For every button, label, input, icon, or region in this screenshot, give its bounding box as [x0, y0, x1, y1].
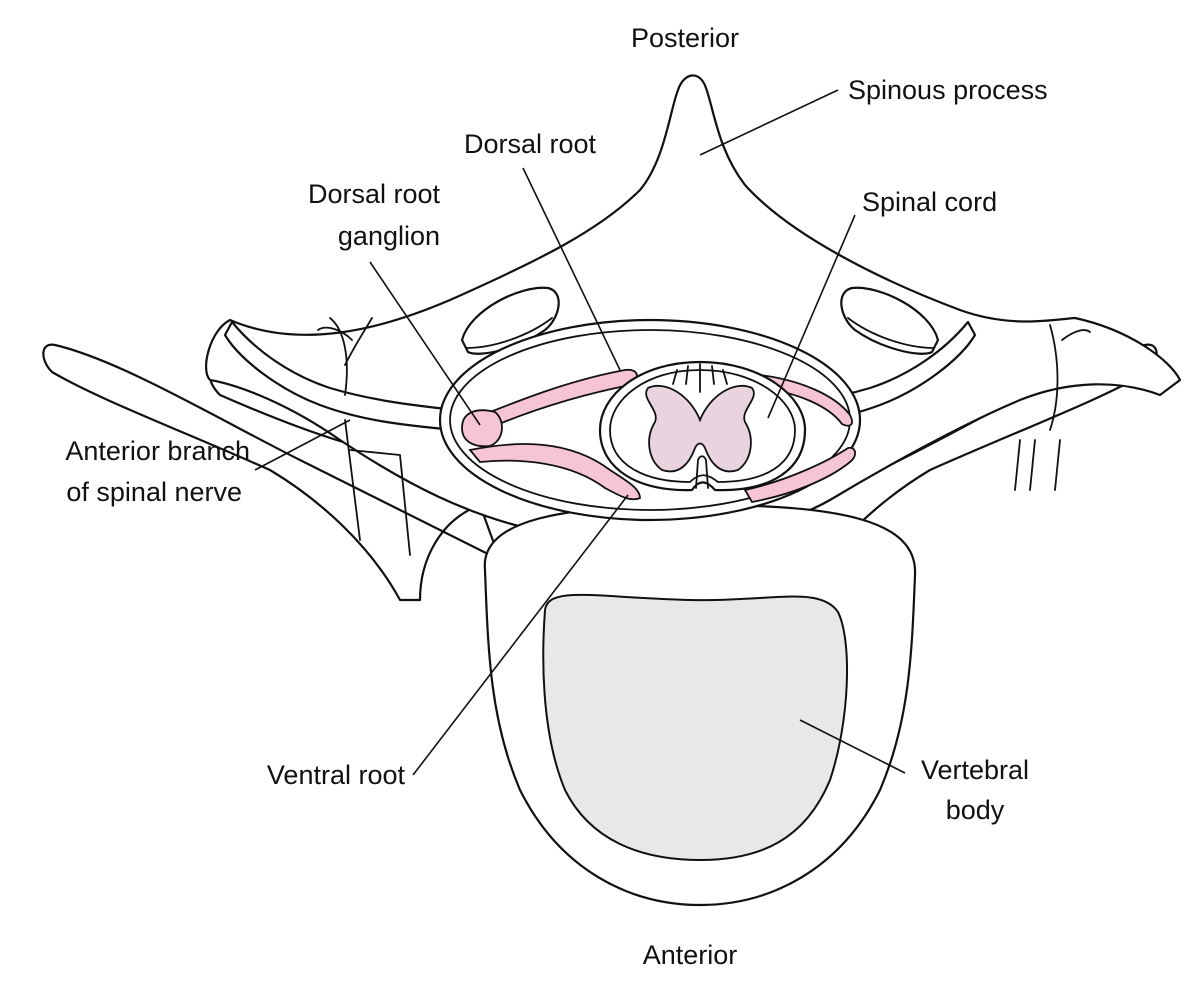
left-articular-facet	[460, 286, 560, 355]
label-spinous-process: Spinous process	[848, 75, 1048, 105]
label-dorsal-root: Dorsal root	[463, 129, 597, 159]
leader-spinal-cord	[767, 214, 856, 419]
left-nerve-branch-upper	[317, 317, 373, 396]
label-dorsal-root-ganglion-line1: Dorsal root	[307, 179, 440, 209]
left-ventral-root	[468, 443, 641, 501]
label-vertebral-body-line2: body	[945, 795, 1005, 825]
right-articular-facet	[840, 286, 940, 355]
right-nerve-branch-upper	[1049, 324, 1091, 431]
vertebral-body-inner	[542, 593, 849, 862]
label-dorsal-root-ganglion-line2: ganglion	[337, 221, 440, 251]
label-spinal-cord: Spinal cord	[862, 187, 998, 217]
leader-spinous-process	[699, 89, 839, 156]
label-anterior-branch-line1: Anterior branch	[65, 436, 250, 466]
label-anterior-branch-line2: of spinal nerve	[66, 477, 242, 507]
left-articular-facet-edge	[465, 317, 553, 349]
vertebral-arch-left	[42, 343, 502, 602]
ventral-median-fissure	[695, 455, 709, 489]
gray-matter	[645, 385, 755, 473]
leader-vertebral-body	[799, 719, 906, 774]
dorsal-median-sulcus	[672, 363, 728, 393]
leader-dorsal-root	[522, 167, 621, 371]
spinal-cord-inner	[609, 369, 796, 483]
right-articular-facet-edge	[847, 317, 935, 349]
leader-dorsal-root-ganglion	[369, 261, 481, 426]
label-vertebral-body-line1: Vertebral	[920, 755, 1030, 785]
label-anterior: Anterior	[642, 940, 738, 970]
left-spinal-nerve	[223, 320, 457, 432]
label-ventral-root: Ventral root	[266, 760, 405, 790]
leader-anterior-branch	[254, 419, 351, 471]
left-nerve-branch-lower	[344, 419, 411, 556]
label-posterior: Posterior	[630, 23, 740, 53]
leader-ventral-root	[412, 494, 629, 776]
right-ventral-root	[743, 446, 856, 503]
left-dorsal-root-ganglion	[461, 409, 503, 448]
right-nerve-branch-lower	[1014, 439, 1061, 491]
